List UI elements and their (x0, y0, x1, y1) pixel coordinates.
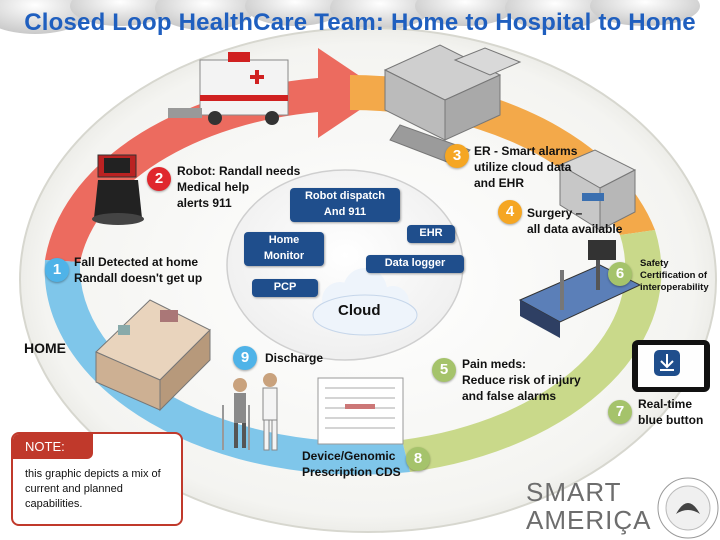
tablet-illustration (632, 340, 710, 392)
home-monitor-box: Home Monitor (244, 232, 324, 266)
home-label: HOME (24, 340, 66, 356)
step-7-label: Real-time blue button (638, 397, 704, 427)
robot-dispatch-box: Robot dispatch And 911 (290, 188, 400, 222)
step-1-marker: 1 (45, 258, 69, 282)
step-8-label: Device/Genomic Prescription CDS (302, 449, 401, 479)
step-5-marker: 5 (432, 358, 456, 382)
step-3-marker: 3 (445, 144, 469, 168)
note-heading: NOTE: (13, 434, 93, 459)
step-4-marker: 4 (498, 200, 522, 224)
note-box: NOTE: this graphic depicts a mix of curr… (11, 432, 183, 526)
top-decoration (0, 0, 700, 34)
step-9-marker: 9 (233, 346, 257, 370)
smart-america-logo: SMART AMERIÇA (526, 477, 652, 535)
step-6-label: Safety Certification of interoperability (640, 258, 709, 293)
step-5-label: Pain meds: Reduce risk of injury and fal… (462, 357, 581, 403)
step-6-marker: 6 (608, 262, 632, 286)
cloud-label: Cloud (338, 302, 381, 319)
step-7-marker: 7 (608, 400, 632, 424)
presidential-innovation-fellows-seal (657, 477, 719, 539)
discharge-people-illustration (222, 373, 278, 451)
cloud-shape (312, 268, 418, 336)
ehr-box: EHR (407, 225, 455, 243)
page-title: Closed Loop HealthCare Team: Home to Hos… (24, 9, 696, 36)
data-logger-box: Data logger (366, 255, 464, 273)
note-body: this graphic depicts a mix of current an… (25, 468, 161, 510)
step-9-label: Discharge (265, 351, 324, 365)
step-8-marker: 8 (406, 447, 430, 471)
robot-illustration (92, 154, 144, 225)
ambulance-illustration (168, 52, 289, 125)
step-3-label: ER - Smart alarms utilize cloud data and… (474, 144, 578, 190)
prescription-document-illustration (317, 377, 404, 445)
surgery-room-illustration (558, 149, 637, 231)
house-illustration (95, 299, 211, 412)
step-2-label: Robot: Randall needs Medical help alerts… (177, 164, 301, 210)
pcp-box: PCP (252, 279, 318, 297)
step-2-marker: 2 (147, 167, 171, 191)
step-1-label: Fall Detected at home Randall doesn't ge… (74, 255, 203, 285)
step-4-label: Surgery – all data available (527, 206, 623, 236)
